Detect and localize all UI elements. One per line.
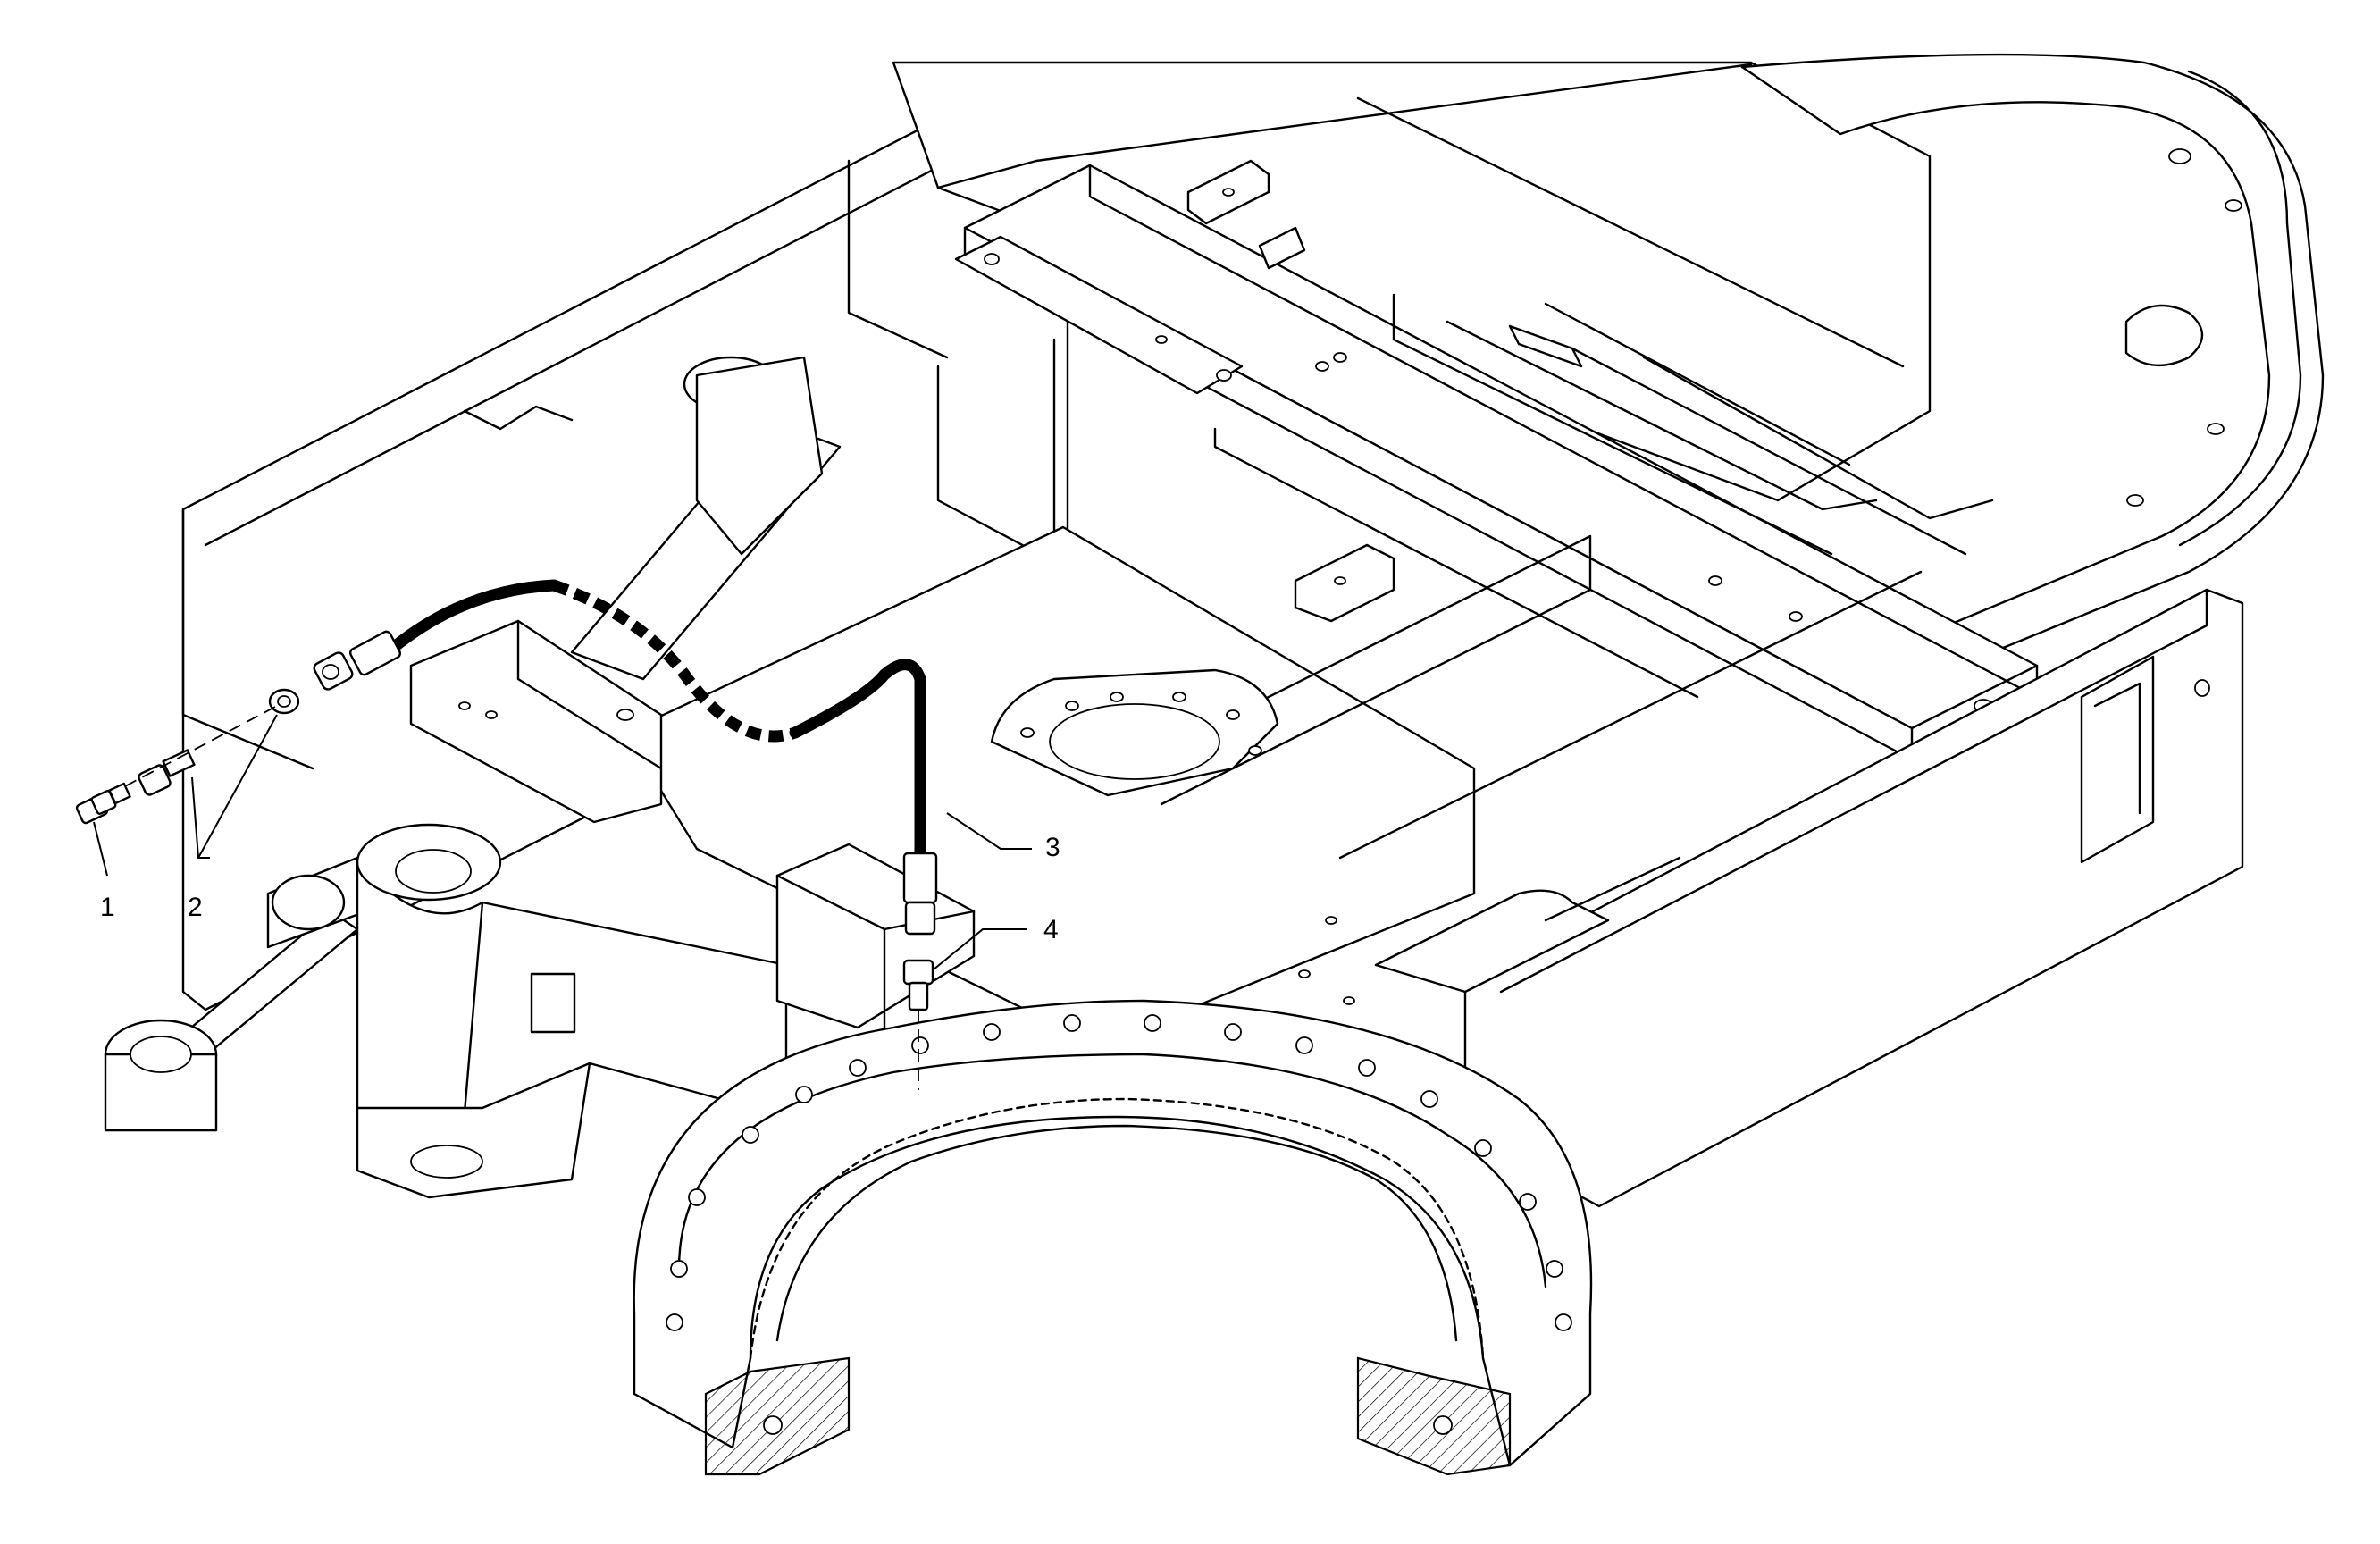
swing-post	[356, 823, 788, 1199]
callout-4: 4	[1043, 915, 1059, 944]
grease-hose	[348, 579, 938, 936]
adapter-2	[138, 688, 300, 796]
callout-2: 2	[188, 893, 203, 922]
callout-1: 1	[100, 893, 115, 922]
callouts: 1 2 3 4	[93, 714, 1060, 970]
grease-nipple-1	[75, 782, 131, 825]
hose-fitting	[313, 651, 354, 691]
hose-clamp-block	[409, 619, 663, 824]
connector-4	[902, 959, 934, 1011]
right-side-frame	[1463, 588, 2244, 1208]
slewing-ring	[633, 999, 1593, 1476]
callout-3: 3	[1045, 833, 1060, 862]
upper-frame	[181, 53, 2325, 1011]
swing-cylinder	[104, 356, 842, 1132]
